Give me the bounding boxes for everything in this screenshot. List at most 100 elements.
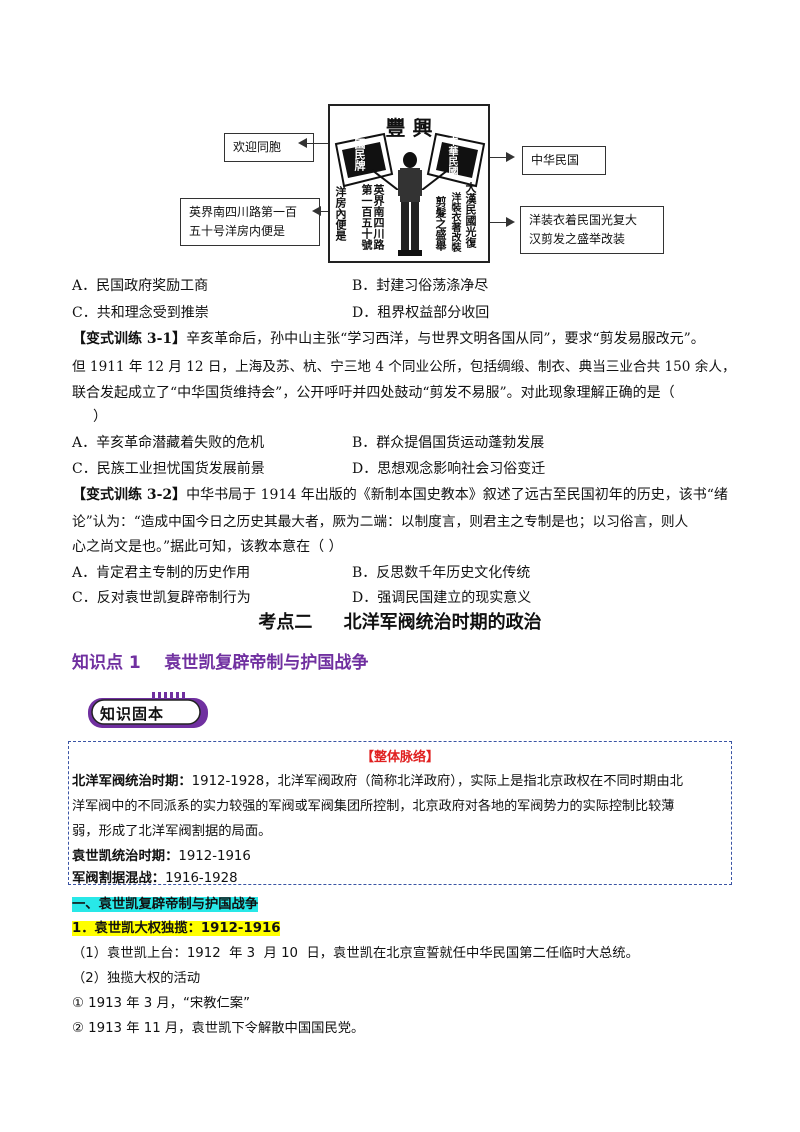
arrow-top-left bbox=[306, 143, 348, 144]
q31-option-b: B．群众提倡国货运动蓬勃发展 bbox=[352, 432, 544, 452]
q32-option-c: C．反对袁世凯复辟帝制行为 bbox=[72, 587, 251, 607]
q-main-option-c: C．共和理念受到推崇 bbox=[72, 302, 209, 322]
content-h2: 1．袁世凯大权独揽：1912-1916 bbox=[72, 917, 281, 936]
option-letter: B． bbox=[352, 435, 377, 451]
option-text: 强调民国建立的现实意义 bbox=[377, 590, 532, 606]
option-letter: C． bbox=[72, 461, 97, 477]
overview-p1-line-3: 弱，形成了北洋军阀割据的局面。 bbox=[72, 824, 272, 839]
overview-p3-value: 1916-1928 bbox=[165, 871, 238, 886]
option-text: 租界权益部分收回 bbox=[377, 305, 490, 321]
q32-tag: 【变式训练 3-2】 bbox=[72, 487, 187, 503]
poster-image: 豐 興 國民牌 中華民國 英界南四川路第一百五十號 洋房內便是 bbox=[328, 104, 490, 263]
content-item-4: ② 1913 年 11 月，袁世凯下令解散中国国民党。 bbox=[72, 1021, 365, 1036]
poster-column-right-1: 大漢民國光復 bbox=[464, 182, 477, 248]
q32-line-2: 论”认为：“造成中国今日之历史其最大者，厥为二端：以制度言，则君主之专制是也；以… bbox=[72, 514, 689, 530]
overview-p2-value: 1912-1916 bbox=[178, 849, 251, 864]
option-letter: D． bbox=[352, 305, 378, 321]
option-text: 封建习俗荡涤净尽 bbox=[376, 278, 489, 294]
q32-line-3: 心之尚文是也。”据此可知，该教本意在（ ） bbox=[72, 539, 343, 555]
poster-column-right-2: 剪髮之盛舉 bbox=[434, 196, 447, 251]
option-letter: A． bbox=[72, 278, 97, 294]
option-letter: B． bbox=[352, 565, 377, 581]
poster-column-left-1: 英界南四川路第一百五十號 bbox=[360, 184, 385, 250]
overview-p3-label: 军阀割据混战： bbox=[72, 871, 166, 886]
content-h2-text: 1．袁世凯大权独揽：1912-1916 bbox=[72, 921, 281, 936]
q31-option-a: A．辛亥革命潜藏着失败的危机 bbox=[72, 432, 264, 452]
q32-option-d: D．强调民国建立的现实意义 bbox=[352, 587, 531, 607]
knowledge-point-title: 知识点 1 袁世凯复辟帝制与护国战争 bbox=[72, 653, 369, 673]
poster-column-left-2: 洋房內便是 bbox=[334, 186, 347, 241]
q31-line-1: 【变式训练 3-1】辛亥革命后，孙中山主张“学习西洋，与世界文明各国从同”，要求… bbox=[72, 328, 705, 348]
option-letter: B． bbox=[352, 278, 377, 294]
badge-knowledge-foundation-icon bbox=[88, 692, 208, 728]
q-main-option-d: D．租界权益部分收回 bbox=[352, 302, 489, 322]
arrow-top-right bbox=[478, 157, 508, 158]
poster-banner: 豐 興 bbox=[385, 116, 433, 140]
arrowhead-top-left bbox=[298, 138, 307, 148]
standing-figure-icon bbox=[398, 152, 422, 256]
callout-text: 中华民国 bbox=[531, 153, 580, 167]
q32-line-1: 【变式训练 3-2】中华书局于 1914 年出版的《新制本国史教本》叙述了远古至… bbox=[72, 484, 728, 504]
callout-text: 洋装衣着民国光复大 bbox=[529, 213, 638, 227]
option-text: 民国政府奖励工商 bbox=[96, 278, 209, 294]
overview-title: 【整体脉络】 bbox=[360, 750, 439, 765]
arrowhead-bottom-left bbox=[312, 206, 321, 216]
q32-text: 中华书局于 1914 年出版的《新制本国史教本》叙述了远古至民国初年的历史，该书… bbox=[186, 487, 728, 503]
option-letter: D． bbox=[352, 461, 378, 477]
content-item-2: （2）独揽大权的活动 bbox=[72, 971, 201, 986]
flag-left-icon bbox=[334, 132, 399, 190]
callout-bottom-right: 洋装衣着民国光复大 汉剪发之盛举改装 bbox=[520, 206, 664, 254]
badge-label: 知识固本 bbox=[100, 705, 165, 723]
q-main-option-b: B．封建习俗荡涤净尽 bbox=[352, 275, 488, 295]
flag-right-icon bbox=[421, 132, 486, 190]
content-item-1: （1）袁世凯上台：1912 年 3 月 10 日，袁世凯在北京宣誓就任中华民国第… bbox=[72, 946, 639, 961]
option-text: 反对袁世凯复辟帝制行为 bbox=[96, 590, 251, 606]
overview-p3: 军阀割据混战：1916-1928 bbox=[72, 867, 238, 886]
q31-option-d: D．思想观念影响社会习俗变迁 bbox=[352, 458, 545, 478]
callout-text: 汉剪发之盛举改装 bbox=[529, 232, 626, 246]
option-text: 反思数千年历史文化传统 bbox=[376, 565, 531, 581]
q31-line-4: ） bbox=[93, 409, 107, 425]
callout-text: 英界南四川路第一百 bbox=[189, 205, 298, 219]
option-text: 共和理念受到推崇 bbox=[96, 305, 209, 321]
callout-text: 五十号洋房内便是 bbox=[189, 224, 286, 238]
callout-bottom-left: 英界南四川路第一百 五十号洋房内便是 bbox=[180, 198, 320, 246]
q31-text: 辛亥革命后，孙中山主张“学习西洋，与世界文明各国从同”，要求“剪发易服改元”。 bbox=[186, 331, 705, 347]
overview-p2: 袁世凯统治时期：1912-1916 bbox=[72, 845, 251, 864]
q32-option-b: B．反思数千年历史文化传统 bbox=[352, 562, 530, 582]
overview-box bbox=[68, 741, 732, 885]
content-h1: 一、袁世凯复辟帝制与护国战争 bbox=[72, 893, 259, 912]
flag-right-text: 中華民國 bbox=[446, 136, 457, 176]
flag-left-text: 國民牌 bbox=[353, 138, 366, 171]
q31-option-c: C．民族工业担忧国货发展前景 bbox=[72, 458, 265, 478]
content-item-3: ① 1913 年 3 月，“宋教仁案” bbox=[72, 996, 250, 1011]
section-title: 考点二 北洋军阀统治时期的政治 bbox=[258, 612, 542, 633]
option-text: 思想观念影响社会习俗变迁 bbox=[377, 461, 546, 477]
content-h1-text: 一、袁世凯复辟帝制与护国战争 bbox=[72, 897, 259, 912]
poster-column-right-3: 洋裝衣著改裝 bbox=[449, 192, 460, 252]
overview-p1-line-2: 洋军阀中的不同派系的实力较强的军阀或军阀集团所控制，北京政府对各地的军阀势力的实… bbox=[72, 799, 675, 814]
q-main-option-a: A．民国政府奖励工商 bbox=[72, 275, 208, 295]
option-letter: A． bbox=[72, 435, 97, 451]
option-text: 群众提倡国货运动蓬勃发展 bbox=[376, 435, 545, 451]
overview-p1-label: 北洋军阀统治时期： bbox=[72, 774, 192, 789]
callout-top-right: 中华民国 bbox=[522, 146, 606, 175]
arrow-bottom-right bbox=[478, 222, 508, 223]
option-text: 民族工业担忧国货发展前景 bbox=[96, 461, 265, 477]
overview-p2-label: 袁世凯统治时期： bbox=[72, 849, 179, 864]
option-text: 辛亥革命潜藏着失败的危机 bbox=[96, 435, 265, 451]
overview-p1-text: 1912-1928，北洋军阀政府（简称北洋政府），实际上是指北京政权在不同时期由… bbox=[191, 774, 683, 789]
option-letter: A． bbox=[72, 565, 97, 581]
q31-tag: 【变式训练 3-1】 bbox=[72, 331, 187, 347]
callout-text: 欢迎同胞 bbox=[233, 140, 282, 154]
overview-p1-line-1: 北洋军阀统治时期：1912-1928，北洋军阀政府（简称北洋政府），实际上是指北… bbox=[72, 770, 683, 789]
option-letter: C． bbox=[72, 590, 97, 606]
q31-line-2: 但 1911 年 12 月 12 日，上海及苏、杭、宁三地 4 个同业公所，包括… bbox=[72, 359, 736, 375]
arrowhead-bottom-right bbox=[506, 217, 515, 227]
option-text: 肯定君主专制的历史作用 bbox=[96, 565, 251, 581]
arrowhead-top-right bbox=[506, 152, 515, 162]
option-letter: C． bbox=[72, 305, 97, 321]
option-letter: D． bbox=[352, 590, 378, 606]
q31-line-3: 联合发起成立了“中华国货维持会”，公开呼吁并四处鼓动“剪发不易服”。对此现象理解… bbox=[72, 385, 675, 401]
q32-option-a: A．肯定君主专制的历史作用 bbox=[72, 562, 250, 582]
